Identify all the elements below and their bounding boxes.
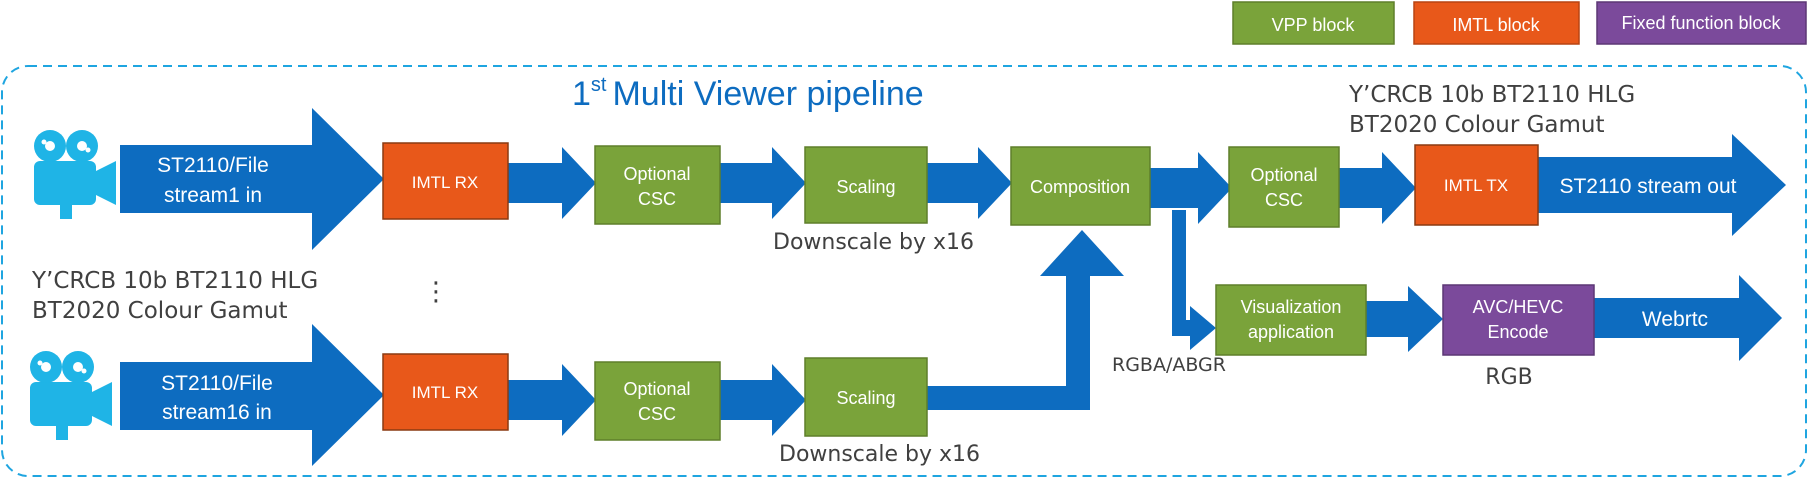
- scale1-label: Scaling: [836, 177, 895, 197]
- viz-label-line2: application: [1248, 322, 1334, 342]
- csc-out-label-line1: Optional: [1250, 165, 1317, 185]
- csc1-box: [594, 145, 721, 225]
- imtl-rx1-label: IMTL RX: [412, 173, 478, 192]
- downscale1-note: Downscale by x16: [773, 230, 974, 255]
- csc16-label-line1: Optional: [623, 379, 690, 399]
- output-label: ST2110 stream out: [1559, 175, 1736, 198]
- camera-icon: [30, 351, 112, 440]
- arrow-rx16-csc16: [507, 364, 596, 436]
- output-arrow: [1538, 134, 1786, 236]
- camera-icon: [34, 130, 116, 219]
- arrow-csc16-scale16: [720, 364, 806, 436]
- arrow-csc1-scale1: [720, 147, 806, 219]
- viz-box: [1215, 284, 1367, 356]
- rgba-note: RGBA/ABGR: [1112, 354, 1226, 376]
- imtl-tx-box: [1414, 144, 1539, 226]
- encode-label-line2: Encode: [1487, 322, 1548, 342]
- scale16-box: [804, 357, 928, 437]
- format-out-line2: BT2020 Colour Gamut: [1349, 112, 1605, 138]
- legend: VPP block IMTL block Fixed function bloc…: [1232, 1, 1807, 45]
- arrow-cscout-tx: [1339, 152, 1416, 224]
- input1-label-line2: stream1 in: [164, 184, 262, 207]
- input16-label-line1: ST2110/File: [161, 372, 273, 395]
- csc-out-label-line2: CSC: [1265, 190, 1303, 210]
- arrow-scale1-comp: [927, 147, 1012, 219]
- arrow-viz-encode: [1366, 286, 1443, 352]
- imtl-rx1-box: [382, 142, 509, 220]
- legend-imtl-swatch: [1413, 1, 1580, 45]
- stream-ellipsis: ⋮: [423, 276, 449, 306]
- csc1-label-line1: Optional: [623, 164, 690, 184]
- input16-arrow: [120, 324, 384, 466]
- arrow-rx1-csc1: [507, 147, 596, 219]
- input16-label-line2: stream16 in: [162, 401, 272, 424]
- format-in-line2: BT2020 Colour Gamut: [32, 298, 288, 324]
- composition-label: Composition: [1030, 177, 1130, 197]
- format-out-line1: Y’CRCB 10b BT2110 HLG: [1348, 82, 1635, 108]
- format-in-line1: Y’CRCB 10b BT2110 HLG: [31, 268, 318, 294]
- arrow-scale16-comp: [927, 230, 1124, 410]
- csc16-box: [594, 361, 721, 441]
- scale1-box: [804, 146, 928, 224]
- csc16-label-line2: CSC: [638, 404, 676, 424]
- input1-label-line1: ST2110/File: [157, 154, 269, 177]
- csc-out-box: [1228, 146, 1340, 228]
- viz-label-line1: Visualization: [1241, 297, 1342, 317]
- imtl-rx16-label: IMTL RX: [412, 383, 478, 402]
- webrtc-label: Webrtc: [1642, 308, 1708, 331]
- encode-box: [1442, 284, 1595, 356]
- rgb-note: RGB: [1485, 365, 1532, 390]
- pipeline-frame: [1, 65, 1807, 477]
- legend-imtl-label: IMTL block: [1452, 15, 1540, 35]
- arrow-comp-viz: [1172, 210, 1216, 350]
- legend-vpp-swatch: [1232, 1, 1395, 45]
- legend-fixed-swatch: [1596, 1, 1807, 45]
- csc1-label-line2: CSC: [638, 189, 676, 209]
- arrow-comp-cscout: [1150, 152, 1232, 224]
- composition-box: [1010, 146, 1151, 226]
- encode-label-line1: AVC/HEVC: [1473, 297, 1564, 317]
- scale16-label: Scaling: [836, 388, 895, 408]
- imtl-tx-label: IMTL TX: [1444, 176, 1508, 195]
- webrtc-arrow: [1594, 275, 1782, 361]
- legend-fixed-label: Fixed function block: [1621, 13, 1781, 33]
- downscale16-note: Downscale by x16: [779, 442, 980, 467]
- legend-vpp-label: VPP block: [1272, 15, 1356, 35]
- imtl-rx16-box: [382, 353, 509, 431]
- input1-arrow: [120, 108, 384, 250]
